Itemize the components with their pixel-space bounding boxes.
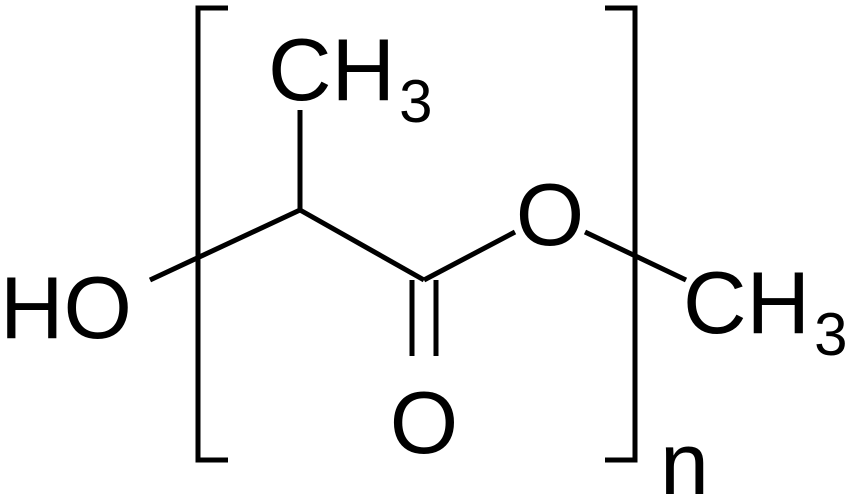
hydroxyl-label: HO: [0, 258, 132, 357]
side-chain-methyl-element: CH: [268, 20, 395, 119]
carbonyl-oxygen-label: O: [390, 373, 458, 472]
terminal-methyl-label: CH 3: [683, 253, 847, 368]
side-chain-methyl-label: CH 3: [268, 20, 432, 135]
repeat-subscript: n: [660, 414, 709, 500]
bond-carbonyl-ester-oxygen: [422, 229, 517, 283]
left-bracket: [195, 5, 228, 463]
terminal-methyl-subscript: 3: [814, 301, 847, 368]
right-bracket: [605, 5, 638, 463]
bond-o-ch: [148, 207, 302, 283]
terminal-methyl-element: CH: [683, 253, 810, 352]
ester-oxygen-label: O: [516, 165, 584, 264]
side-chain-methyl-subscript: 3: [399, 68, 432, 135]
bond-ch-carbonyl-carbon: [298, 207, 426, 283]
